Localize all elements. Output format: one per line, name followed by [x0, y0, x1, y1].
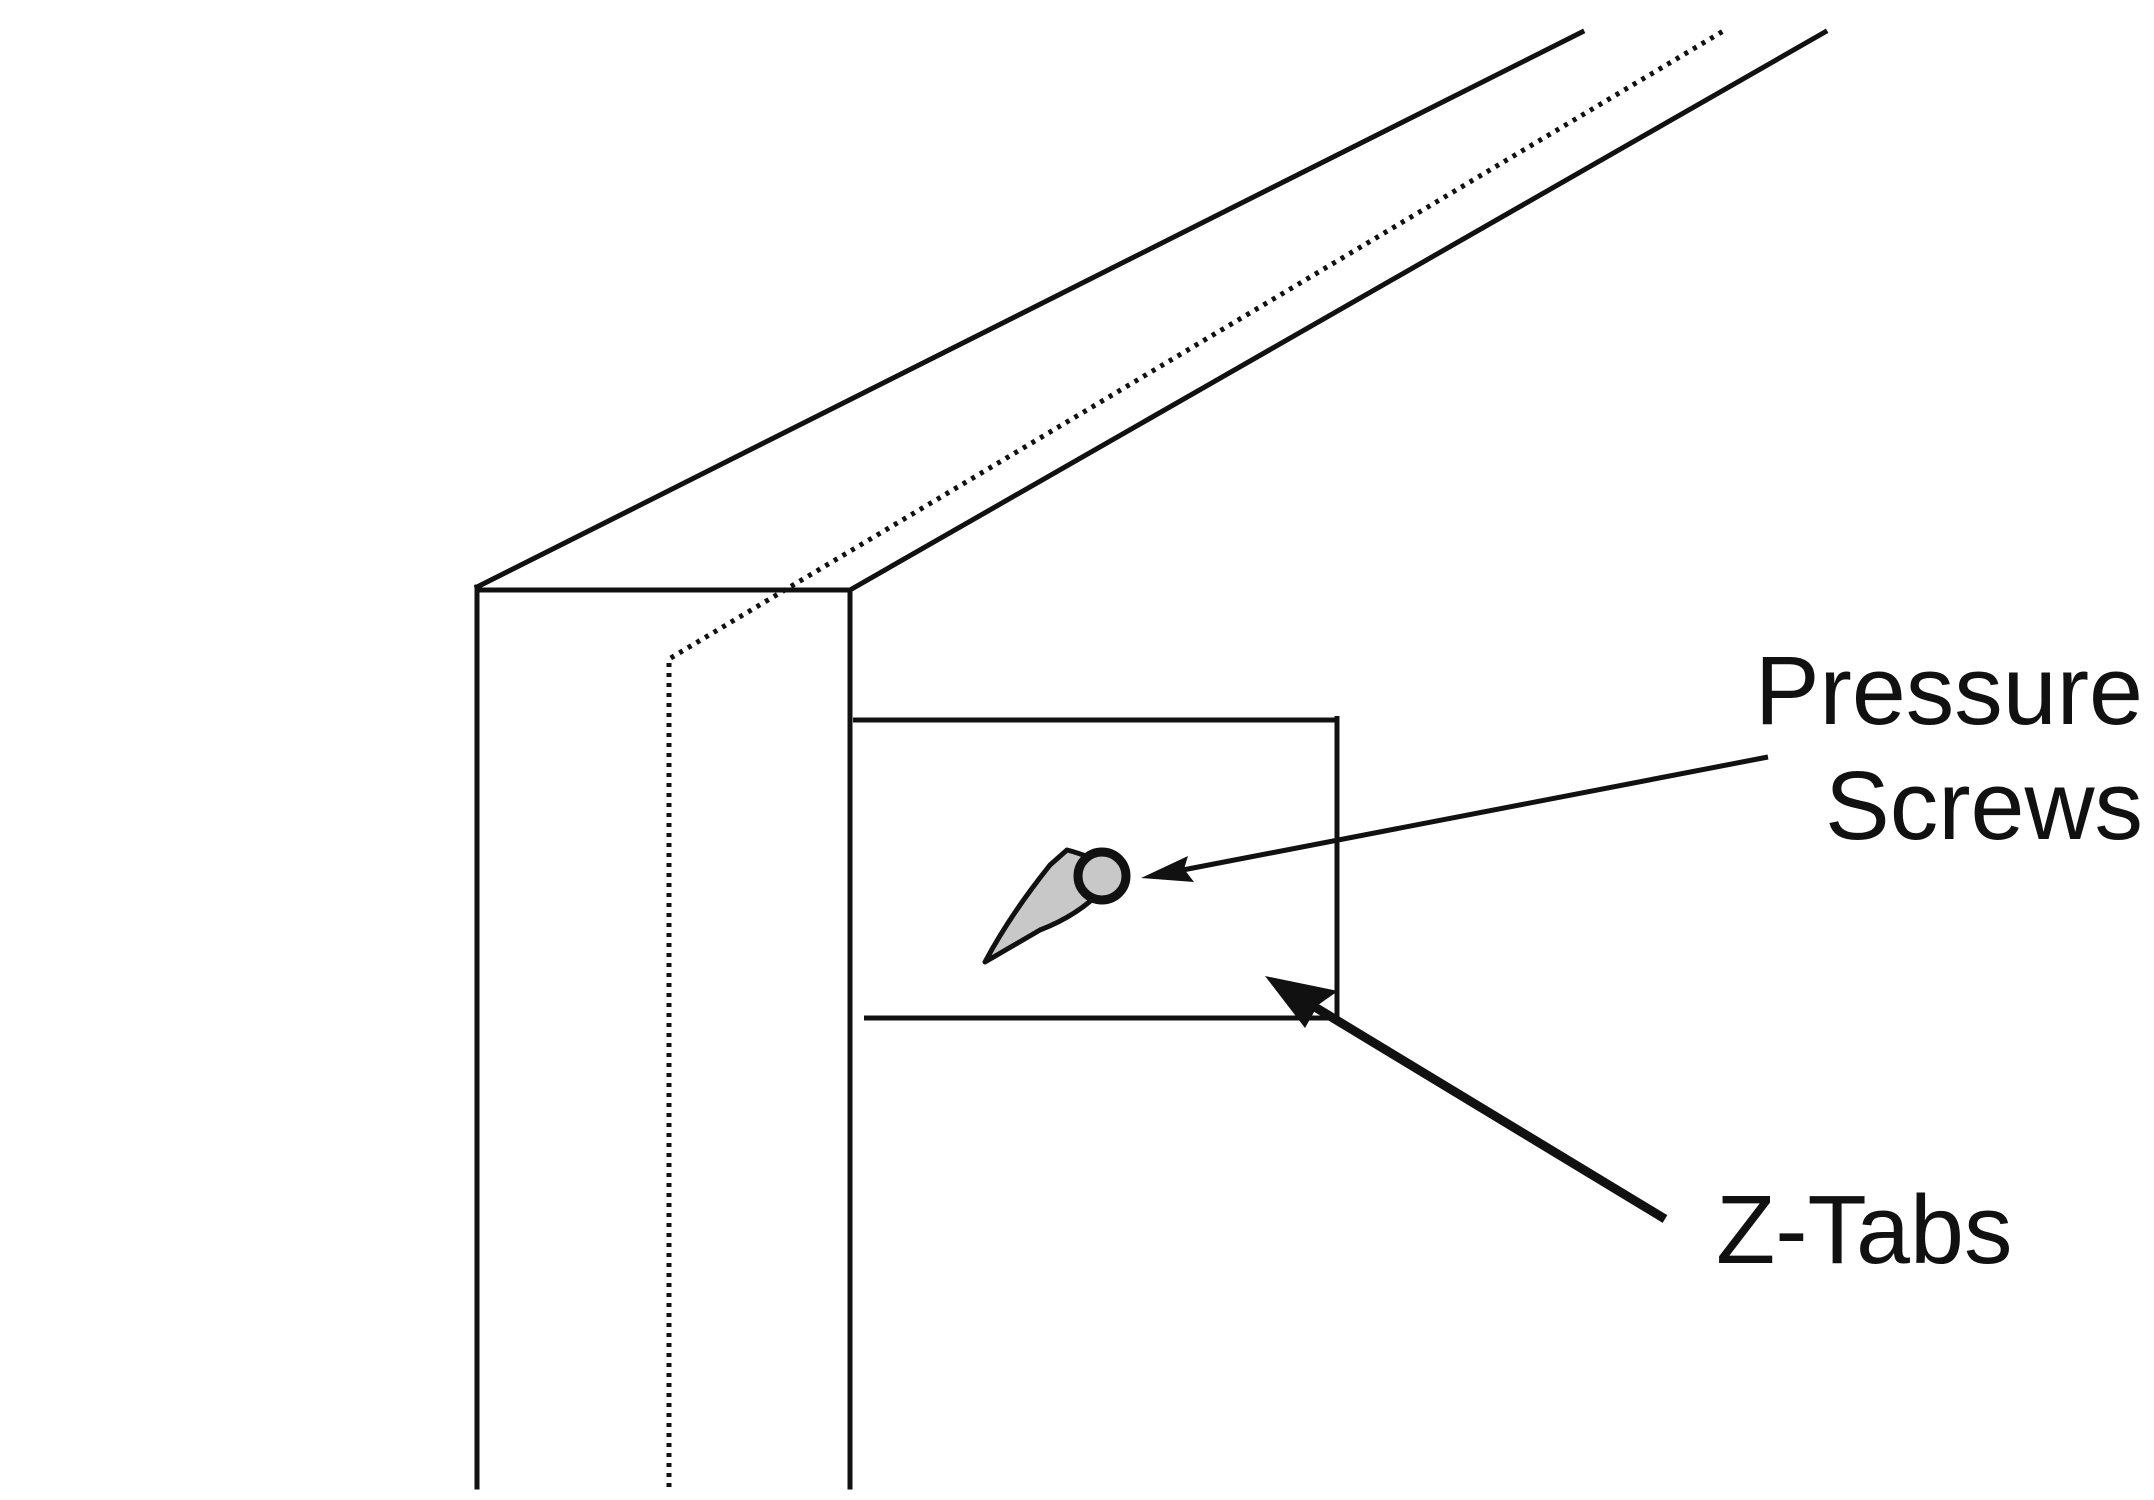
z-tab	[853, 716, 1340, 1021]
pressure-screws-label-line1: Pressure	[1755, 636, 2143, 745]
pressure-screws-arrowhead	[1141, 856, 1194, 882]
pressure-screws-label-line2: Screws	[1825, 751, 2143, 860]
frame-rail-outer	[473, 28, 1586, 591]
window-frame	[473, 28, 1829, 1490]
pressure-screw-icon	[982, 847, 1131, 965]
hidden-edge-dotted-line	[666, 27, 1727, 1487]
screw-head	[1073, 847, 1131, 905]
pressure-screws-callout	[1141, 754, 1769, 882]
frame-rail-inner	[846, 28, 1829, 594]
z-tabs-label: Z-Tabs	[1716, 1175, 2012, 1284]
z-tabs-arrow-line	[1297, 994, 1668, 1223]
z-tabs-arrowhead	[1265, 976, 1338, 1028]
z-tabs-callout	[1265, 976, 1668, 1223]
pressure-screws-arrow-line	[1161, 754, 1769, 877]
hidden-edge	[666, 27, 1727, 1487]
